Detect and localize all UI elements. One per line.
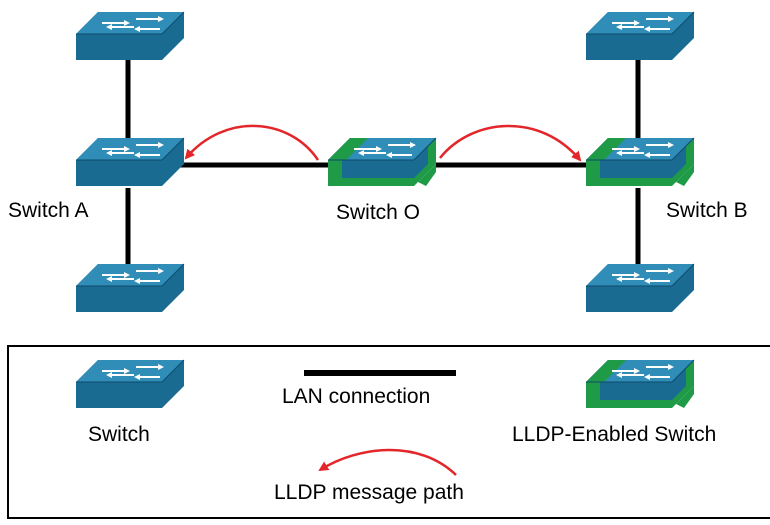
legend-switch-icon — [75, 359, 185, 409]
switch-icon — [585, 11, 695, 61]
switch-a-icon — [75, 137, 185, 187]
lan-links — [125, 60, 641, 265]
switch-o-icon — [327, 137, 437, 187]
switch-icon — [75, 263, 185, 313]
legend-box — [7, 345, 770, 519]
legend-lldp-path-label: LLDP message path — [274, 481, 464, 504]
switch-icon — [585, 263, 695, 313]
legend-lan-label: LAN connection — [282, 385, 431, 408]
switch-o-label: Switch O — [336, 201, 421, 224]
legend-lldp-switch-icon — [585, 359, 695, 409]
switch-b-label: Switch B — [666, 199, 748, 222]
legend-switch-label: Switch — [88, 423, 150, 446]
legend-lldp-arrow — [318, 448, 457, 476]
legend-lldp-switch-label: LLDP-Enabled Switch — [512, 423, 717, 446]
lldp-arrow-to-b — [439, 124, 582, 162]
switch-icon — [75, 11, 185, 61]
switch-a-label: Switch A — [8, 199, 89, 222]
lldp-arrow-to-a — [184, 124, 320, 161]
switch-b-icon — [585, 137, 695, 187]
